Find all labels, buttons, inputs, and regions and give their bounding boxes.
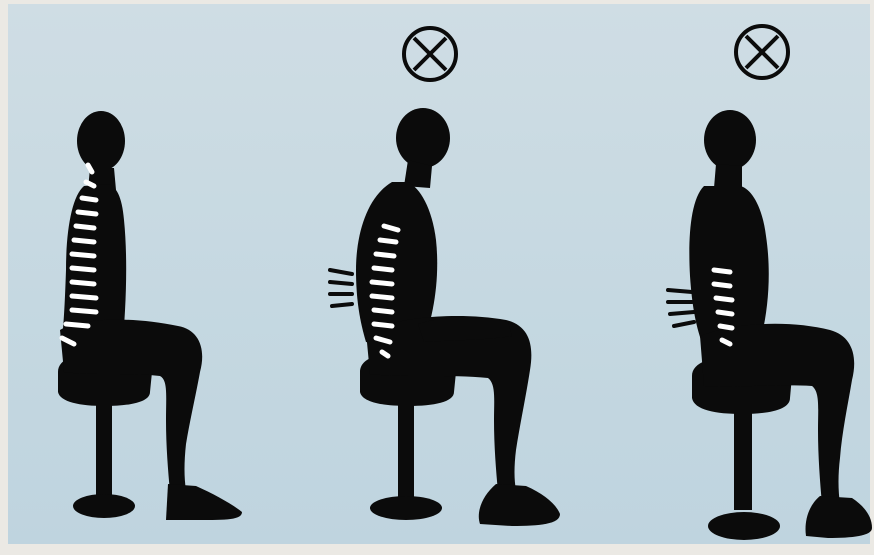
figure-slouched xyxy=(330,28,560,526)
stool-2 xyxy=(360,352,456,520)
person-slouched xyxy=(356,108,560,526)
figure-arched xyxy=(668,26,872,540)
figure-upright xyxy=(58,111,242,520)
stool-1 xyxy=(58,352,152,518)
circle-x-icon xyxy=(736,26,788,78)
pain-lines-2 xyxy=(330,270,352,306)
circle-x-icon xyxy=(404,28,456,80)
person-arched xyxy=(689,110,872,538)
person-upright xyxy=(60,111,242,520)
pain-lines-3 xyxy=(668,290,694,326)
